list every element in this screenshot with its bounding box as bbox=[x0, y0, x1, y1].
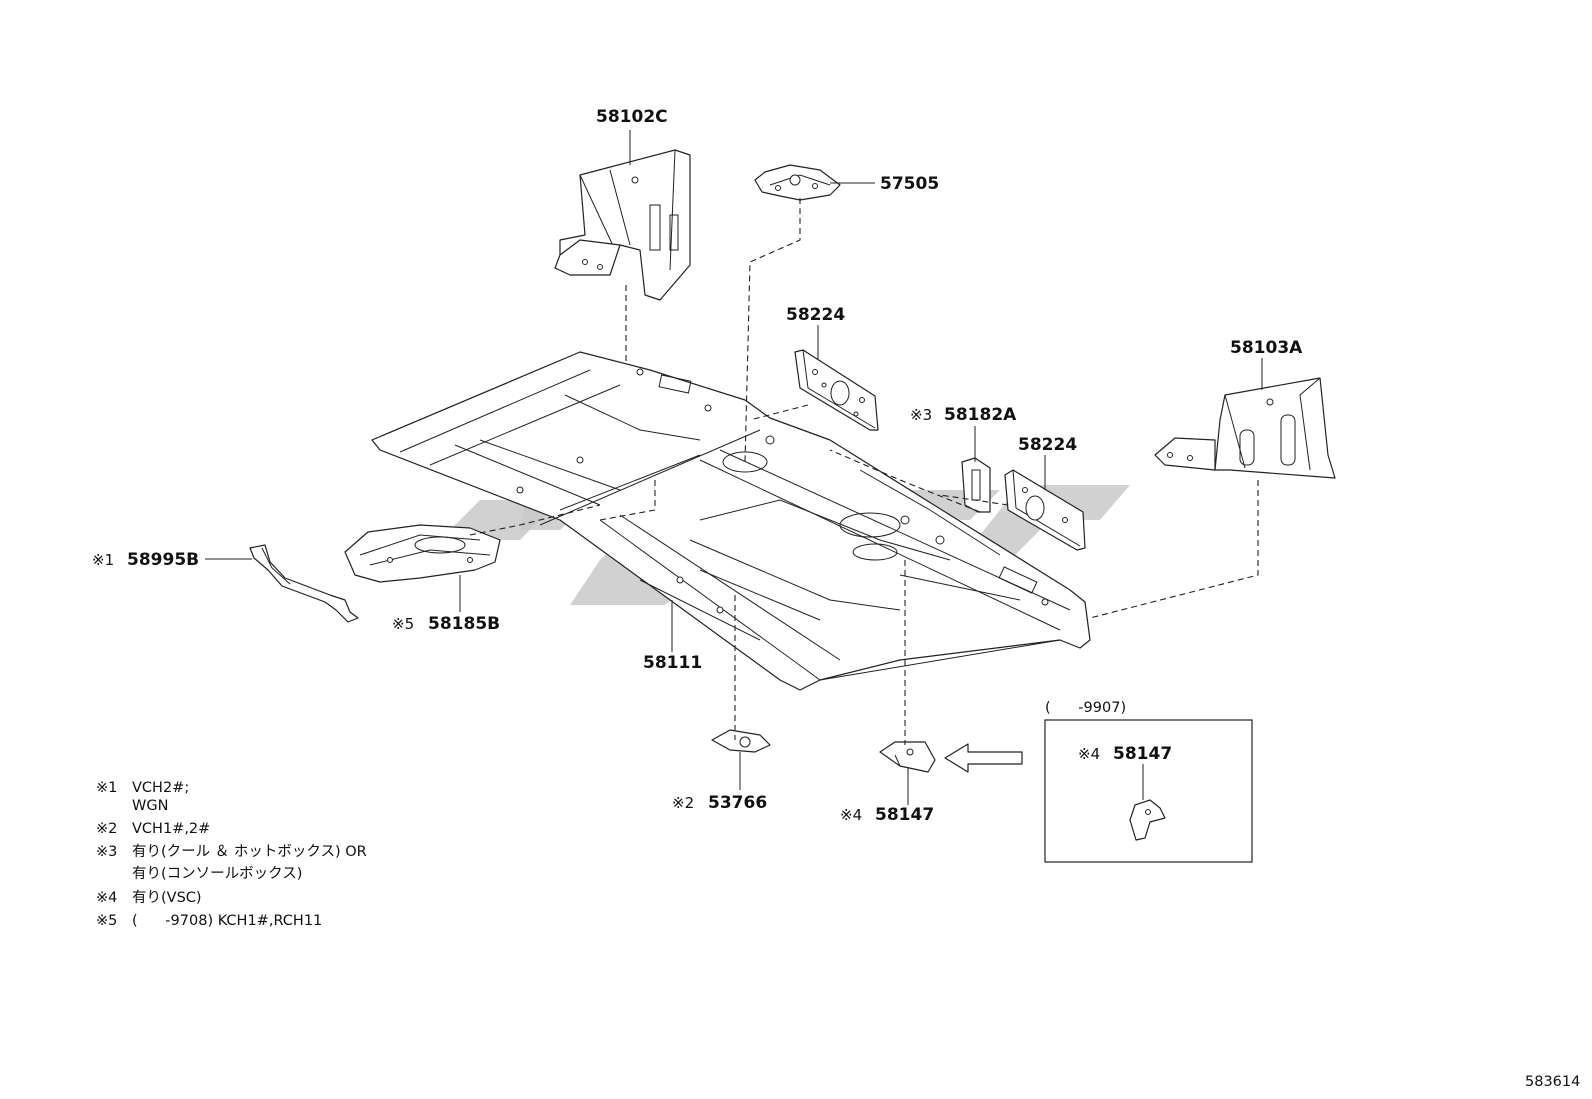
part-58224-top[interactable] bbox=[794, 349, 879, 431]
label-58111: 58111 bbox=[643, 653, 702, 673]
note-5-mark: ※5 bbox=[96, 913, 117, 929]
note-2-line-1: VCH1#,2# bbox=[132, 821, 210, 837]
part-58102C[interactable] bbox=[554, 149, 691, 301]
dashed-lines bbox=[469, 198, 1259, 745]
label-57505: 57505 bbox=[880, 174, 939, 194]
note-1-line-2: WGN bbox=[132, 798, 168, 814]
label-53766: 53766 bbox=[708, 793, 767, 813]
inset-prefix: ※4 bbox=[1078, 745, 1100, 763]
label-58103A: 58103A bbox=[1230, 338, 1303, 358]
part-57505[interactable] bbox=[754, 164, 841, 201]
floor-pan-58111[interactable] bbox=[371, 351, 1091, 691]
note-3-line-1: 有り(クール ＆ ホットボックス) OR bbox=[132, 843, 367, 860]
note-3-mark: ※3 bbox=[96, 844, 117, 860]
note-1-line-1: VCH2#; bbox=[132, 780, 189, 796]
part-58147-inset[interactable] bbox=[1129, 799, 1166, 841]
arrow-icon bbox=[944, 743, 1023, 773]
part-58185B[interactable] bbox=[344, 524, 501, 583]
prefix-58182A: ※3 bbox=[910, 406, 932, 424]
label-58182A: 58182A bbox=[944, 405, 1017, 425]
label-58147: 58147 bbox=[875, 805, 934, 825]
part-53766[interactable] bbox=[711, 729, 771, 753]
note-1-mark: ※1 bbox=[96, 780, 117, 796]
note-3-line-2: 有り(コンソールボックス) bbox=[132, 865, 302, 882]
label-58995B: 58995B bbox=[127, 550, 199, 570]
note-2-mark: ※2 bbox=[96, 821, 117, 837]
leader-lines bbox=[205, 130, 1263, 805]
label-58224-right: 58224 bbox=[1018, 435, 1077, 455]
note-5-line-1: ( -9708) KCH1#,RCH11 bbox=[132, 913, 322, 929]
label-58224-top: 58224 bbox=[786, 305, 845, 325]
note-4-line-1: 有り(VSC) bbox=[132, 889, 202, 906]
prefix-53766: ※2 bbox=[672, 794, 694, 812]
prefix-58185B: ※5 bbox=[392, 615, 414, 633]
note-4-mark: ※4 bbox=[96, 890, 117, 906]
part-58995B[interactable] bbox=[249, 544, 359, 623]
part-58182A[interactable] bbox=[961, 457, 991, 513]
part-labels: 58102C 57505 58224 58103A ※3 58182A 5822… bbox=[92, 107, 1303, 825]
inset-box bbox=[1044, 719, 1253, 863]
prefix-58995B: ※1 bbox=[92, 551, 114, 569]
diagram-id: 583614 bbox=[1525, 1074, 1580, 1090]
inset-label-58147: 58147 bbox=[1113, 744, 1172, 764]
footnotes: ※1 VCH2#; WGN ※2 VCH1#,2# ※3 有り(クール ＆ ホッ… bbox=[96, 780, 367, 929]
inset-range: ( -9907) bbox=[1045, 700, 1126, 716]
prefix-58147: ※4 bbox=[840, 806, 862, 824]
part-58103A[interactable] bbox=[1154, 377, 1336, 479]
part-58147[interactable] bbox=[879, 741, 936, 773]
label-58102C: 58102C bbox=[596, 107, 668, 127]
part-58224-right[interactable] bbox=[1004, 469, 1086, 551]
label-58185B: 58185B bbox=[428, 614, 500, 634]
